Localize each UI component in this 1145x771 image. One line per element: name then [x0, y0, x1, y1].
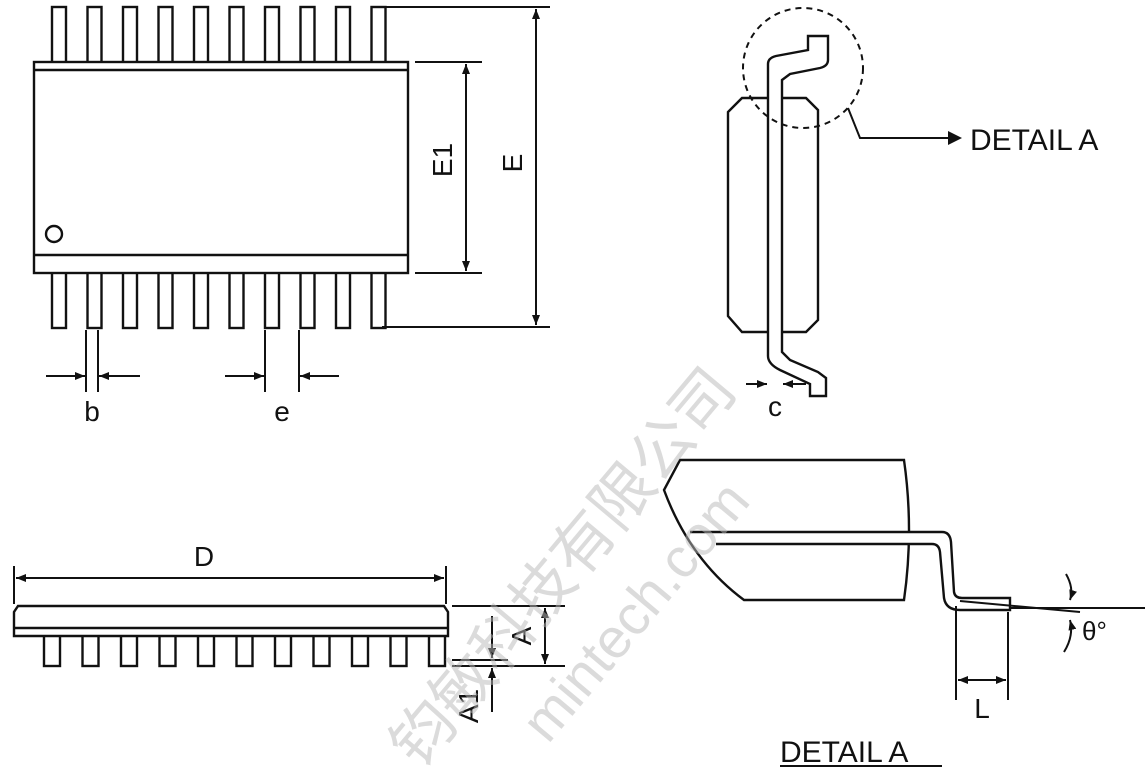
pin1-marker-icon [44, 224, 64, 244]
dimension-a1 [452, 616, 508, 712]
label-detail-callout: DETAIL A [970, 124, 1098, 157]
detail-a-view [662, 458, 1145, 613]
bottom-pin [50, 270, 68, 330]
top-pin [157, 5, 174, 65]
side-view-leads [42, 628, 447, 668]
top-pins [50, 5, 387, 65]
top-pin [370, 5, 387, 65]
package-body [32, 60, 410, 275]
side-view-body [12, 604, 450, 638]
dimension-theta [1063, 573, 1077, 653]
top-pin [86, 5, 103, 65]
top-pin [121, 5, 139, 65]
top-pin [228, 5, 245, 65]
end-view-lead-outer [766, 34, 830, 398]
dimension-a [452, 605, 565, 667]
bottom-pin [263, 270, 281, 330]
detail-body [662, 458, 911, 602]
bottom-pins [50, 270, 387, 330]
bottom-pin [370, 270, 387, 330]
label-theta: θ° [1082, 616, 1107, 646]
end-view [726, 7, 948, 398]
label-e: E [497, 154, 528, 173]
bottom-pin [157, 270, 174, 330]
top-view [32, 5, 410, 330]
bottom-pin [299, 270, 316, 330]
label-c: c [768, 391, 782, 422]
top-pin [50, 5, 68, 65]
label-l: L [974, 693, 990, 724]
top-pin [263, 5, 281, 65]
top-pin [334, 5, 352, 65]
detail-a-circle [742, 7, 864, 129]
side-view [12, 604, 450, 668]
theta-reference-line [959, 600, 1081, 613]
label-d: D [194, 541, 214, 572]
bottom-pin [192, 270, 210, 330]
dimension-pitch [225, 330, 339, 392]
label-a1: A1 [453, 689, 484, 723]
dimension-b [46, 330, 140, 392]
bottom-pin [86, 270, 103, 330]
bottom-pin [228, 270, 245, 330]
label-detail-title: DETAIL A [780, 736, 908, 769]
label-a: A [506, 626, 537, 645]
top-pin [299, 5, 316, 65]
dimension-l [955, 606, 1009, 700]
label-e1: E1 [427, 143, 458, 177]
bottom-pin [334, 270, 352, 330]
top-pin [192, 5, 210, 65]
dimension-e [382, 6, 550, 328]
detail-a-leader [847, 107, 948, 139]
bottom-pin [121, 270, 139, 330]
dimension-d [13, 566, 447, 604]
dimension-e1 [415, 61, 482, 274]
label-pitch: e [274, 396, 290, 427]
label-b: b [84, 396, 100, 427]
